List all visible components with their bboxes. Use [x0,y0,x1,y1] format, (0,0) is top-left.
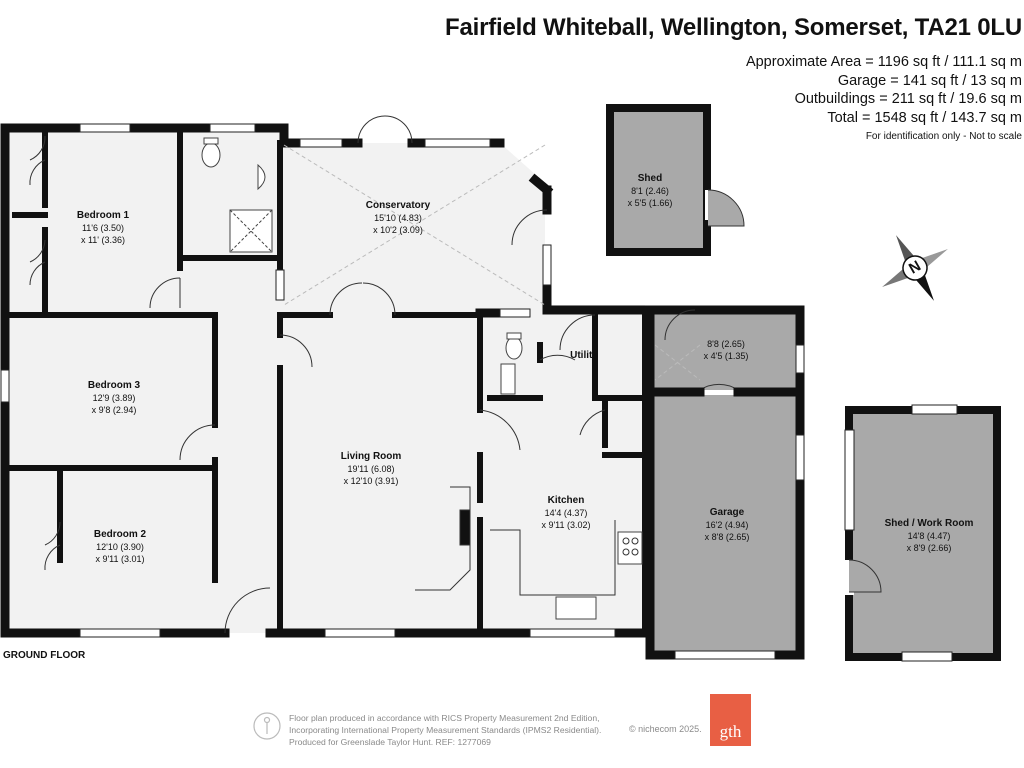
room-dim1: 19'11 (6.08) [347,464,395,474]
room-shed: Shed 8'1 (2.46) x 5'5 (1.66) [628,173,673,209]
bathroom-fixtures [201,137,523,360]
room-utility: Utility [570,350,598,362]
room-name: Bedroom 2 [93,529,147,540]
room-dim2: x 11' (3.36) [80,235,126,245]
room-name: Shed / Work Room [884,518,974,529]
room-name: Garage [709,507,745,518]
outbuildings-area: Outbuildings = 211 sq ft / 19.6 sq m [794,91,1022,107]
interior-walls [2,125,648,636]
room-dim1: 11'6 (3.50) [81,223,125,233]
outbuilding-floors [612,110,995,657]
room-dim1: 14'4 (4.37) [544,508,588,518]
room-bedroom2: Bedroom 2 12'10 (3.90) x 9'11 (3.01) [94,529,146,565]
conservatory-roof-lines [283,144,701,381]
room-bedroom1: Bedroom 1 11'6 (3.50) x 11' (3.36) [77,210,129,246]
room-garage: Garage 16'2 (4.94) x 8'8 (2.65) [705,507,750,543]
shed-outbuilding [606,104,745,256]
property-address: Fairfield Whiteball, Wellington, Somerse… [445,14,1022,41]
room-living: Living Room 19'11 (6.08) x 12'10 (3.91) [341,451,402,487]
room-name: Living Room [340,451,402,462]
room-dim1: 8'1 (2.46) [631,186,669,196]
floor-label: GROUND FLOOR [3,650,86,661]
approx-area: Approximate Area = 1196 sq ft / 111.1 sq… [745,54,1022,70]
copyright-text: © nichecom 2025. [629,724,702,734]
room-dim2: x 9'8 (2.94) [91,405,137,415]
footer-line: Floor plan produced in accordance with R… [289,713,600,723]
person-icon [253,712,281,740]
room-dim1: 8'8 (2.65) [707,339,745,349]
footer-text: Floor plan produced in accordance with R… [289,712,601,748]
compass-icon [882,235,948,301]
room-conservatory: Conservatory 15'10 (4.83) x 10'2 (3.09) [366,200,430,236]
footer-line: Produced for Greenslade Taylor Hunt. REF… [289,737,491,747]
room-dim2: x 10'2 (3.09) [373,225,423,235]
room-name: Utility [570,350,598,361]
room-name: Bedroom 1 [76,210,130,221]
room-dim2: x 9'11 (3.01) [95,554,145,564]
garage-windows [674,344,805,660]
room-bedroom3: Bedroom 3 12'9 (3.89) x 9'8 (2.94) [88,380,140,416]
kitchen-units [415,363,643,620]
room-kitchen: Kitchen 14'4 (4.37) x 9'11 (3.02) [541,495,590,531]
identification-note: For identification only - Not to scale [865,131,1022,142]
room-dim1: 12'10 (3.90) [96,542,144,552]
room-dim1: 15'10 (4.83) [374,213,422,223]
workroom-structure [844,404,1001,662]
room-dim2: x 8'8 (2.65) [704,532,750,542]
room-dim1: 12'9 (3.89) [92,393,136,403]
room-name: Shed [637,173,663,184]
room-dim1: 16'2 (4.94) [705,520,749,530]
room-dim2: x 12'10 (3.91) [343,476,399,486]
room-dim2: x 8'9 (2.66) [906,543,952,553]
room-workroom: Shed / Work Room 14'8 (4.47) x 8'9 (2.66… [885,518,974,554]
room-name: Conservatory [365,200,431,211]
total-area: Total = 1548 sq ft / 143.7 sq m [827,109,1022,126]
footer-line: Incorporating International Property Mea… [289,725,602,735]
walls [0,123,805,638]
doors [29,115,739,634]
garage-area: Garage = 141 sq ft / 13 sq m [837,72,1022,89]
gth-logo: gth [710,694,751,746]
room-dim2: x 4'5 (1.35) [703,351,749,361]
room-dim2: x 5'5 (1.66) [627,198,673,208]
room-store: 8'8 (2.65) x 4'5 (1.35) [704,338,749,362]
room-name: Bedroom 3 [87,380,141,391]
room-dim1: 14'8 (4.47) [907,531,951,541]
room-dim2: x 9'11 (3.02) [541,520,591,530]
windows [0,123,616,638]
room-name: Kitchen [547,495,585,506]
